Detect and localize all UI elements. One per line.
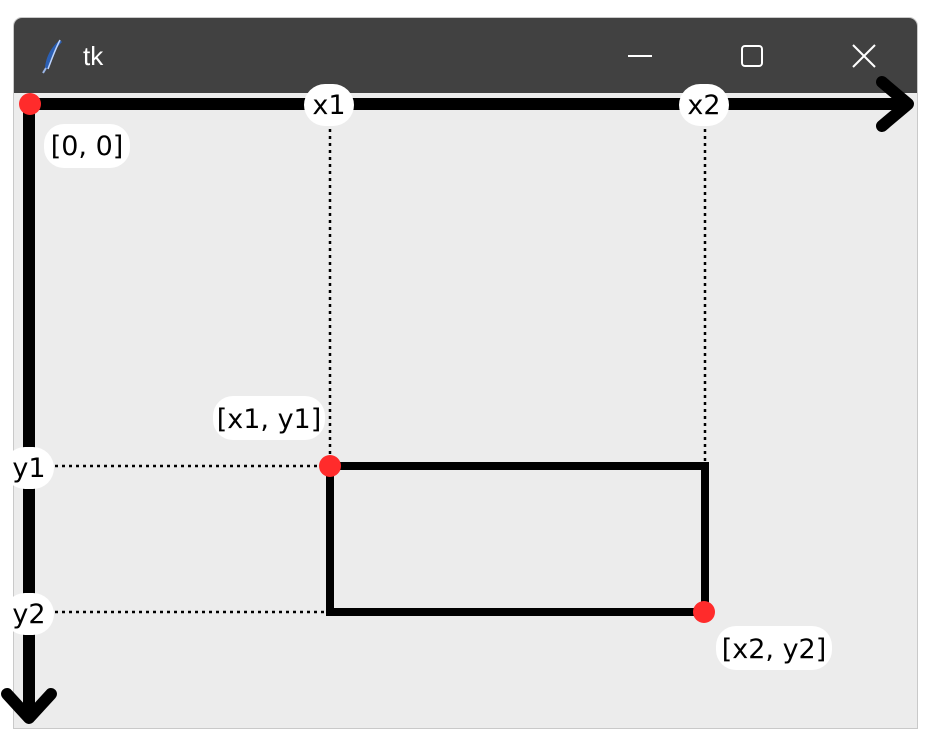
y1-label-bg [4, 447, 54, 489]
y-axis-arrow-icon [1, 688, 57, 724]
x-axis-arrow-icon [876, 76, 914, 132]
close-icon [852, 44, 876, 68]
close-button[interactable] [834, 36, 894, 76]
y2-label: y2 [12, 599, 45, 630]
bottom-right-point [693, 601, 715, 623]
origin-label-bg [44, 124, 130, 168]
maximize-icon [741, 45, 763, 67]
x2-label: x2 [687, 90, 720, 121]
maximize-button[interactable] [722, 36, 782, 76]
x1-label-bg [304, 84, 354, 126]
window-title: tk [83, 41, 104, 71]
x1-label: x1 [312, 90, 345, 121]
title-bar[interactable]: tk [14, 18, 917, 93]
minimize-button[interactable] [611, 36, 671, 76]
bottom-right-label: [x2, y2] [722, 634, 827, 665]
minimize-icon [628, 55, 652, 57]
bottom-right-label-bg [716, 626, 832, 670]
top-left-label: [x1, y1] [217, 404, 322, 435]
top-left-label-bg [213, 396, 325, 440]
top-left-point [319, 455, 341, 477]
y1-label: y1 [12, 453, 45, 484]
y2-label-bg [4, 593, 54, 635]
origin-point [19, 93, 41, 115]
origin-label: [0, 0] [51, 131, 124, 162]
rectangle [326, 462, 709, 616]
feather-icon [42, 39, 62, 74]
x2-label-bg [679, 84, 729, 126]
